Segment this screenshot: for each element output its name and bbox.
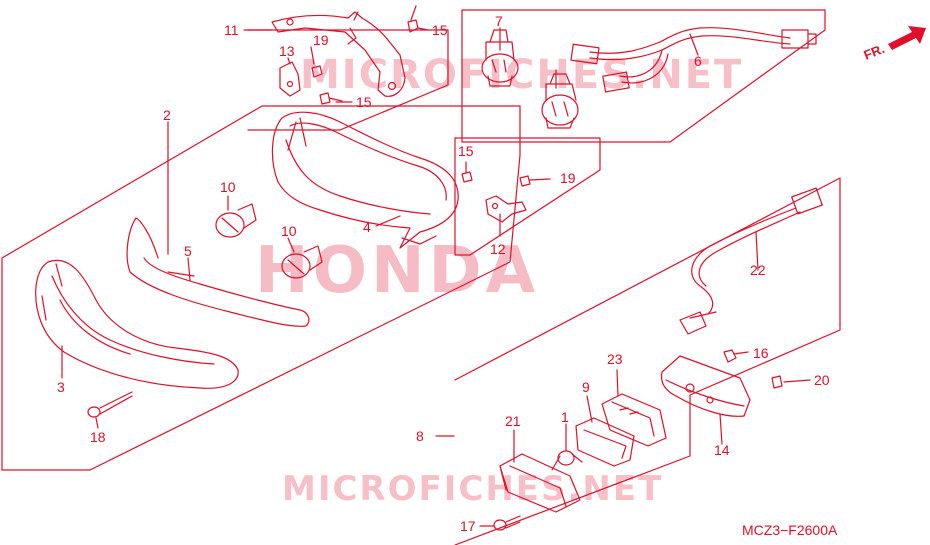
callout-12: 12	[490, 241, 506, 257]
screw-part	[771, 375, 783, 389]
callout-18: 18	[90, 429, 106, 445]
callout-21: 21	[505, 413, 521, 429]
nut-part	[723, 349, 737, 363]
watermark-microfiches-top: MICROFICHES.NET	[300, 52, 743, 98]
callout-15: 15	[432, 22, 448, 38]
screw-part	[407, 5, 419, 33]
callout-17: 17	[460, 518, 476, 534]
gasket-part	[575, 417, 635, 467]
callout-22: 22	[750, 262, 766, 278]
callout-5: 5	[184, 243, 192, 259]
callout-10: 10	[281, 223, 297, 239]
callout-14: 14	[714, 442, 730, 458]
socket-part	[541, 73, 579, 129]
callout-13: 13	[279, 43, 295, 59]
license-bulb-part	[551, 450, 583, 471]
watermark-microfiches-bottom: MICROFICHES.NET	[282, 469, 663, 509]
license-lens-part	[499, 453, 581, 513]
callout-16: 16	[753, 345, 769, 361]
screw-part	[493, 515, 521, 531]
frame-bracket-group	[247, 29, 449, 131]
frame-stay-group	[454, 137, 601, 256]
bulb-part	[281, 245, 323, 279]
callout-23: 23	[607, 351, 623, 367]
harness-part	[570, 27, 817, 93]
seal-part	[126, 217, 310, 327]
clip-part	[279, 61, 301, 97]
diagram-code: MCZ3−F2600A	[742, 522, 838, 538]
screw-part	[311, 65, 323, 78]
callout-1: 1	[561, 409, 569, 425]
lens-part	[35, 259, 239, 389]
license-socket-part	[601, 393, 667, 447]
callout-15: 15	[356, 94, 372, 110]
callout-4: 4	[363, 219, 371, 235]
frame-socket-group	[461, 9, 826, 143]
stay-bracket-part	[271, 11, 406, 97]
front-direction-arrow-icon: FR.	[862, 26, 926, 63]
taillight-housing-part	[271, 111, 459, 249]
callout-10: 10	[220, 179, 236, 195]
license-wire-part	[679, 187, 823, 335]
callout-19: 19	[313, 32, 329, 48]
stay-part	[485, 195, 527, 223]
callout-2: 2	[163, 107, 171, 123]
front-marker-label: FR.	[862, 41, 887, 63]
callout-9: 9	[582, 379, 590, 395]
watermark-honda: HONDA	[255, 234, 539, 308]
screw-part	[519, 175, 551, 187]
callout-15: 15	[458, 143, 474, 159]
license-case-part	[660, 355, 751, 417]
callout-11: 11	[224, 22, 239, 38]
callout-8: 8	[416, 428, 424, 444]
screw-part	[319, 92, 343, 105]
callout-3: 3	[57, 379, 65, 395]
callout-19: 19	[560, 170, 576, 186]
callout-20: 20	[814, 372, 830, 388]
screw-part	[461, 171, 473, 183]
screw-part	[87, 391, 133, 418]
bulb-part	[215, 203, 257, 238]
frame-license-group	[454, 177, 841, 545]
frame-taillight-group	[1, 105, 521, 471]
callout-7: 7	[495, 13, 503, 29]
callout-6: 6	[694, 53, 702, 69]
